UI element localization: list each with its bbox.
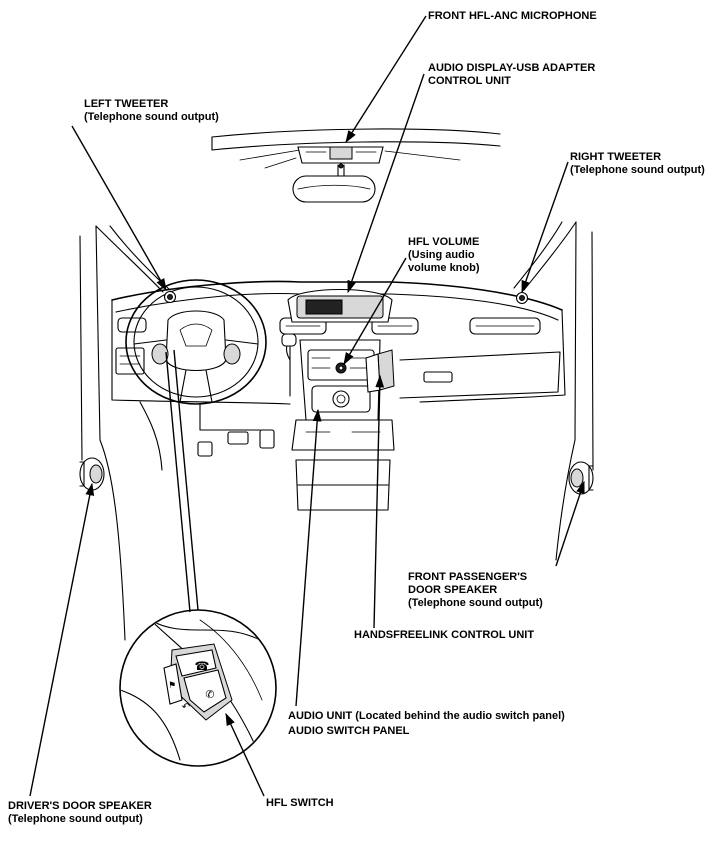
label-hfl-volume-1: HFL VOLUME bbox=[408, 236, 479, 248]
hfl-switch-detail: ☎ ✆ ⚑ ↶ bbox=[119, 609, 277, 767]
windshield-header bbox=[211, 128, 501, 169]
left-a-pillar bbox=[79, 225, 171, 641]
label-audio-unit: AUDIO UNIT (Located behind the audio swi… bbox=[288, 710, 565, 722]
label-hfl-switch: HFL SWITCH bbox=[266, 797, 334, 809]
driver-door-speaker bbox=[79, 457, 105, 491]
leader-lines bbox=[29, 15, 585, 797]
label-handsfreelink-unit: HANDSFREELINK CONTROL UNIT bbox=[354, 629, 534, 641]
steering-wheel bbox=[125, 279, 267, 405]
right-a-pillar bbox=[513, 221, 594, 561]
phone-pickup-icon: ☎ bbox=[195, 659, 210, 673]
right-tweeter bbox=[515, 291, 529, 305]
label-audio-display-1: AUDIO DISPLAY-USB ADAPTER bbox=[428, 62, 595, 74]
label-audio-switch-panel: AUDIO SWITCH PANEL bbox=[288, 725, 410, 737]
rear-view-mirror bbox=[292, 164, 376, 203]
label-front-microphone: FRONT HFL-ANC MICROPHONE bbox=[428, 10, 597, 22]
label-audio-display-2: CONTROL UNIT bbox=[428, 75, 511, 87]
audio-display bbox=[287, 289, 393, 323]
label-passenger-speaker-1: FRONT PASSENGER'S bbox=[408, 571, 527, 583]
voice-talk-icon: ⚑ bbox=[168, 681, 176, 691]
left-tweeter bbox=[163, 290, 177, 304]
overhead-console bbox=[297, 146, 384, 169]
label-hfl-volume-3: volume knob) bbox=[408, 262, 480, 274]
labels: FRONT HFL-ANC MICROPHONE AUDIO DISPLAY-U… bbox=[8, 10, 705, 825]
label-driver-speaker-2: (Telephone sound output) bbox=[8, 813, 143, 825]
label-left-tweeter-1: LEFT TWEETER bbox=[84, 98, 168, 110]
phone-hangup-icon: ✆ bbox=[205, 688, 214, 701]
label-passenger-speaker-3: (Telephone sound output) bbox=[408, 597, 543, 609]
label-left-tweeter-2: (Telephone sound output) bbox=[84, 111, 219, 123]
label-passenger-speaker-2: DOOR SPEAKER bbox=[408, 584, 497, 596]
label-driver-speaker-1: DRIVER'S DOOR SPEAKER bbox=[8, 800, 152, 812]
label-right-tweeter-1: RIGHT TWEETER bbox=[570, 151, 661, 163]
center-stack bbox=[281, 333, 395, 511]
back-icon: ↶ bbox=[182, 702, 190, 713]
label-hfl-volume-2: (Using audio bbox=[408, 249, 475, 261]
label-right-tweeter-2: (Telephone sound output) bbox=[570, 164, 705, 176]
